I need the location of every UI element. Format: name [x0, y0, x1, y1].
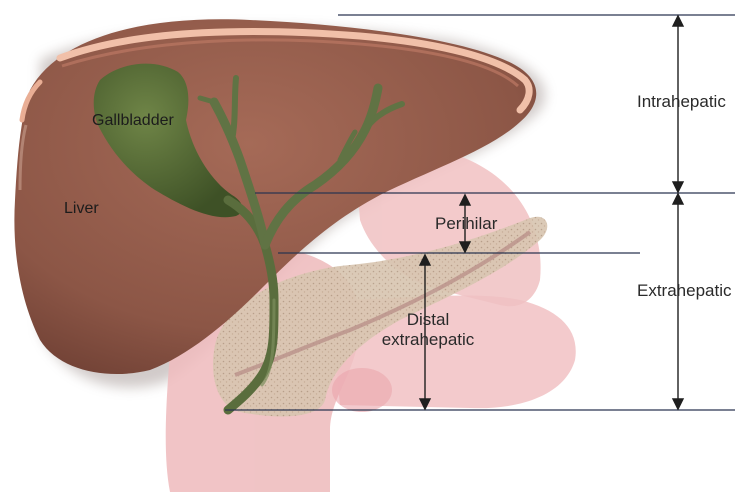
liver-label: Liver	[64, 199, 99, 218]
gallbladder-label: Gallbladder	[92, 111, 174, 130]
distal-extrahepatic-label: Distal extrahepatic	[376, 310, 480, 351]
perihilar-label: Perihilar	[435, 214, 497, 234]
extrahepatic-label: Extrahepatic	[637, 281, 732, 301]
distal-label-line1: Distal	[376, 310, 480, 330]
intrahepatic-label: Intrahepatic	[637, 92, 726, 112]
distal-label-line2: extrahepatic	[376, 330, 480, 350]
